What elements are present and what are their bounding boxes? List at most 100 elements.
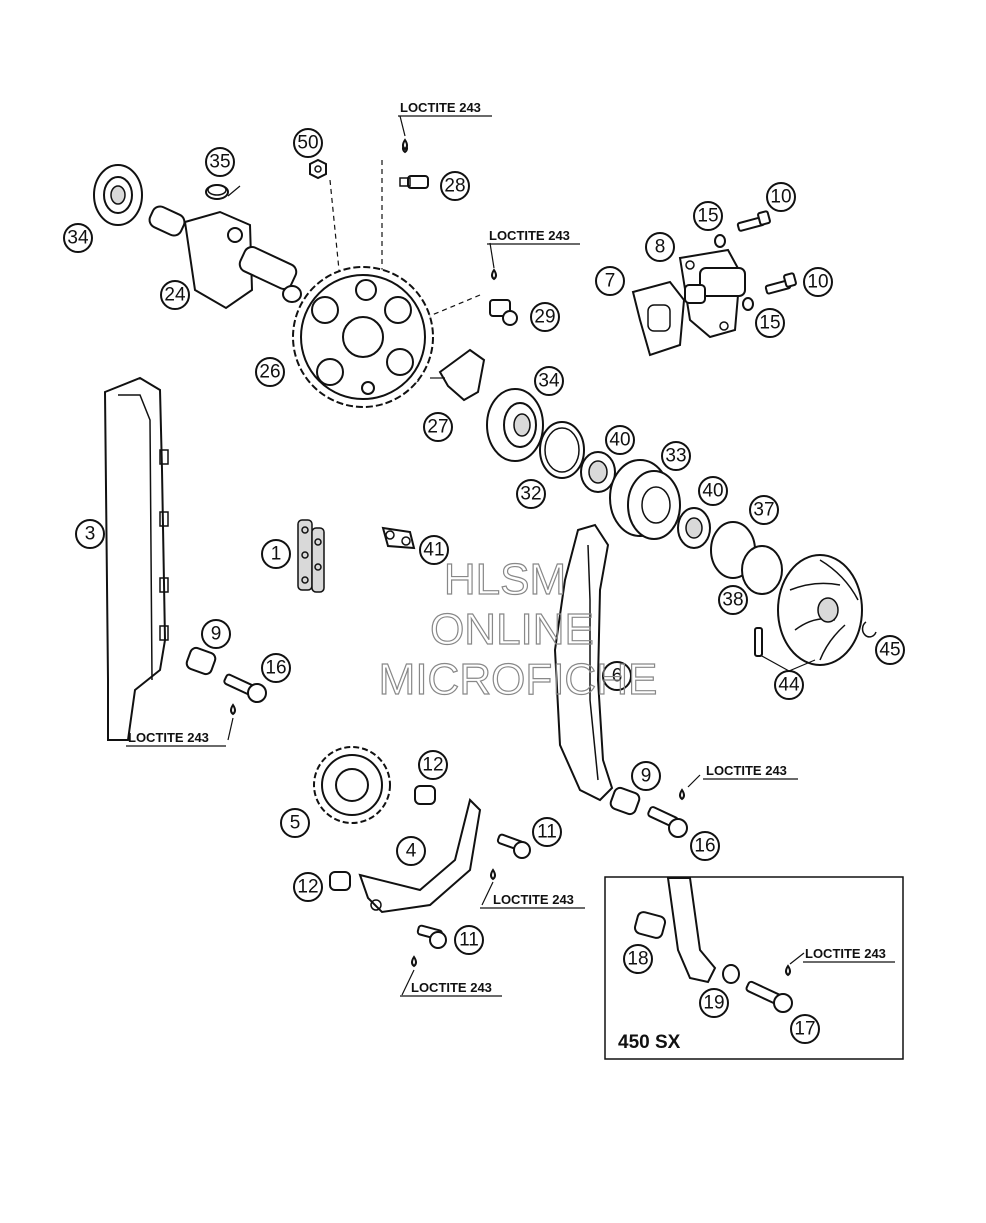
guide-rail-4 xyxy=(358,798,482,914)
callout-32-text: 32 xyxy=(520,484,541,505)
note-loctite-16-left: LOCTITE 243 xyxy=(128,730,209,745)
callout-24-text: 24 xyxy=(164,285,186,306)
callout-19: 19 xyxy=(699,988,729,1018)
callout-26-text: 26 xyxy=(259,362,280,383)
bolt-16-right xyxy=(647,788,688,838)
callout-45: 45 xyxy=(875,635,905,665)
callout-38: 38 xyxy=(718,585,748,615)
callout-40-bottom: 40 xyxy=(698,476,728,506)
nut-50 xyxy=(309,158,327,180)
note-loctite-28: LOCTITE 243 xyxy=(400,100,481,115)
bushing-12-bottom xyxy=(329,871,351,891)
bolt-29 xyxy=(489,268,518,326)
callout-7: 7 xyxy=(595,266,625,296)
o-ring-38 xyxy=(741,545,783,595)
watermark-line-1: HLSM xyxy=(444,555,566,604)
callout-28-text: 28 xyxy=(444,176,465,197)
loctite-marker-top xyxy=(399,115,408,151)
callout-50-text: 50 xyxy=(297,133,318,154)
callout-1-text: 1 xyxy=(271,544,282,565)
cam-sprocket-26 xyxy=(292,266,434,408)
callout-44-text: 44 xyxy=(778,675,800,696)
callout-5: 5 xyxy=(280,808,310,838)
shim-32 xyxy=(539,421,585,479)
bolt-10-top xyxy=(736,210,771,232)
callout-11-upper: 11 xyxy=(532,817,562,847)
guide-line-50 xyxy=(329,179,341,281)
callout-27: 27 xyxy=(423,412,453,442)
callout-12-bottom: 12 xyxy=(293,872,323,902)
callout-8-text: 8 xyxy=(655,237,666,258)
callout-6-text: 6 xyxy=(612,666,623,687)
callout-16-left-text: 16 xyxy=(265,658,286,679)
callout-18-text: 18 xyxy=(627,949,648,970)
callout-34-mid-text: 34 xyxy=(538,371,560,392)
impeller-44 xyxy=(754,554,863,666)
timing-chain-1 xyxy=(297,519,325,593)
callout-3: 3 xyxy=(75,519,105,549)
callout-9-right-text: 9 xyxy=(641,766,652,787)
note-loctite-11-upper: LOCTITE 243 xyxy=(493,892,574,907)
inset-frame xyxy=(604,876,904,1060)
callout-40-top-text: 40 xyxy=(609,430,630,451)
callout-5-text: 5 xyxy=(290,813,301,834)
callout-9-left: 9 xyxy=(201,619,231,649)
callout-34-top: 34 xyxy=(63,223,93,253)
callout-9-right: 9 xyxy=(631,761,661,791)
callout-7-text: 7 xyxy=(605,271,616,292)
callout-12-bottom-text: 12 xyxy=(297,877,318,898)
callout-40-top: 40 xyxy=(605,425,635,455)
bolt-11-upper xyxy=(490,833,531,881)
callout-32: 32 xyxy=(516,479,546,509)
callout-1: 1 xyxy=(261,539,291,569)
crank-sprocket-5 xyxy=(313,746,391,824)
inset-model-label: 450 SX xyxy=(618,1032,681,1053)
callout-11-lower-text: 11 xyxy=(459,930,479,951)
callout-44: 44 xyxy=(774,670,804,700)
bushing-9-right xyxy=(609,786,641,816)
callout-40-bottom-text: 40 xyxy=(702,481,723,502)
note-loctite-16-right: LOCTITE 243 xyxy=(706,763,787,778)
callout-50: 50 xyxy=(293,128,323,158)
bolt-10-bottom xyxy=(764,272,797,295)
loctite-leader-11-lower xyxy=(401,969,415,996)
loctite-leader-29 xyxy=(489,242,495,269)
callout-9-left-text: 9 xyxy=(211,624,222,645)
callout-33: 33 xyxy=(661,441,691,471)
callout-8: 8 xyxy=(645,232,675,262)
watermark-line-3: MICROFICHE xyxy=(379,655,658,704)
gasket-7 xyxy=(631,280,686,357)
callout-18: 18 xyxy=(623,944,653,974)
bearing-34-top xyxy=(93,164,143,226)
callout-15-top: 15 xyxy=(693,201,723,231)
callout-19-text: 19 xyxy=(703,993,724,1014)
callout-45-text: 45 xyxy=(879,640,900,661)
watermark-line-2: ONLINE xyxy=(430,605,594,654)
callout-37-text: 37 xyxy=(753,500,774,521)
callout-29-text: 29 xyxy=(534,307,555,328)
callout-6: 6 xyxy=(602,661,632,691)
callout-17: 17 xyxy=(790,1014,820,1044)
note-loctite-11-lower: LOCTITE 243 xyxy=(411,980,492,995)
bolt-11-lower xyxy=(411,924,447,968)
callout-11-upper-text: 11 xyxy=(537,822,557,843)
camshaft-24 xyxy=(148,205,302,310)
leader-44 xyxy=(759,654,816,672)
seal-40-left xyxy=(580,451,616,493)
chain-link-41 xyxy=(381,526,416,550)
callout-4-text: 4 xyxy=(406,841,417,862)
callout-29: 29 xyxy=(530,302,560,332)
note-loctite-29: LOCTITE 243 xyxy=(489,228,570,243)
loctite-leader-11-upper xyxy=(481,881,494,906)
callout-37: 37 xyxy=(749,495,779,525)
loctite-leader-16-right xyxy=(687,774,701,788)
callout-26: 26 xyxy=(255,357,285,387)
callout-12-top: 12 xyxy=(418,750,448,780)
callout-41: 41 xyxy=(419,535,449,565)
circlip-45 xyxy=(861,621,877,638)
bolt-16-left xyxy=(223,673,267,716)
callout-24: 24 xyxy=(160,280,190,310)
callout-16-right-text: 16 xyxy=(694,836,715,857)
callout-3-text: 3 xyxy=(85,524,96,545)
